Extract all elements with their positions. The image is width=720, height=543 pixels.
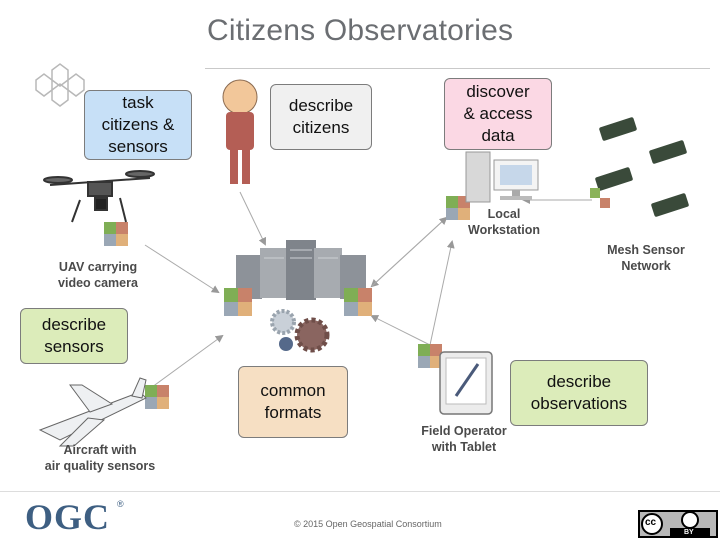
field-operator-label: Field Operator with Tablet (421, 424, 507, 454)
arrow-server-to-workstation (371, 216, 448, 287)
describe-citizens-box: describe citizens (270, 84, 372, 150)
describe-sensors-box: describe sensors (20, 308, 128, 364)
hexagon-cluster-icon (35, 63, 85, 107)
ogc-logo: OGC (25, 497, 111, 537)
copyright-text: © 2015 Open Geospatial Consortium (294, 519, 442, 529)
footer-divider (0, 491, 720, 492)
cc-by-license-badge: cc BY (638, 510, 718, 538)
task-citizens-sensors-box: task citizens & sensors (84, 90, 192, 160)
gear-icons (270, 309, 330, 353)
discover-access-data-box: discover & access data (444, 78, 552, 150)
by-text: BY (684, 529, 694, 536)
arrow-tablet-to-server (370, 315, 431, 346)
cc-license-icon (640, 511, 716, 536)
cc-text: cc (645, 517, 657, 528)
encoder-cube-icons (104, 196, 470, 409)
tablet-icon (439, 351, 493, 415)
aircraft-label: Aircraft with air quality sensors (44, 443, 156, 473)
mesh-sensor-network-label: Mesh Sensor Network (607, 243, 685, 273)
page-title: Citizens Observatories (207, 14, 514, 47)
uav-drone-icon (43, 170, 155, 223)
workstation-icon (465, 151, 539, 203)
local-workstation-label: Local Workstation (468, 207, 540, 237)
common-formats-box: common formats (238, 366, 348, 438)
connection-arrows (144, 191, 592, 391)
citizen-person-icon (222, 79, 258, 184)
arrow-tablet-to-workstation (429, 240, 455, 346)
registered-mark: ® (117, 499, 124, 509)
arrow-aircraft-to-server (147, 334, 224, 391)
arrow-citizen-to-server (239, 191, 267, 246)
aircraft-icon (38, 377, 147, 447)
title-divider (205, 68, 710, 69)
describe-observations-box: describe observations (510, 360, 648, 426)
arrow-uav-to-server (144, 244, 220, 294)
mesh-sensor-icons (590, 117, 689, 217)
uav-label: UAV carrying video camera (58, 260, 138, 290)
